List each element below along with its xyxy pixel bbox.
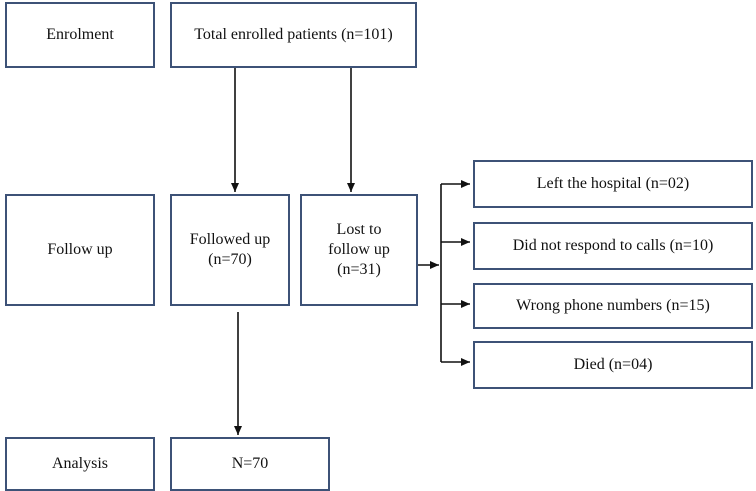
stage-analysis: Analysis	[5, 437, 155, 491]
followed-up-count: (n=70)	[208, 251, 252, 268]
stage-follow-up: Follow up	[5, 194, 155, 306]
reason-died: Died (n=04)	[473, 341, 753, 389]
stage-enrolment-label: Enrolment	[46, 26, 114, 43]
reason-no-response-label: Did not respond to calls (n=10)	[512, 237, 714, 254]
reason-no-response: Did not respond to calls (n=10)	[473, 222, 753, 270]
reason-left-hospital: Left the hospital (n=02)	[473, 160, 753, 208]
reason-wrong-numbers: Wrong phone numbers (n=15)	[473, 283, 753, 329]
total-enrolled-label: Total enrolled patients (n=101)	[194, 26, 393, 43]
analysis-count-label: N=70	[231, 455, 269, 472]
lost-to-follow-up-box: Lost to follow up (n=31)	[300, 194, 418, 306]
reason-left-hospital-label: Left the hospital (n=02)	[536, 175, 690, 192]
reason-died-label: Died (n=04)	[573, 356, 653, 373]
analysis-count-box: N=70	[170, 437, 330, 491]
followed-up-label: Followed up	[189, 231, 271, 248]
stage-enrolment: Enrolment	[5, 2, 155, 68]
lost-count: (n=31)	[337, 261, 381, 278]
lost-label-line-2: follow up	[328, 241, 390, 258]
stage-follow-up-label: Follow up	[47, 241, 113, 258]
stage-analysis-label: Analysis	[52, 455, 108, 472]
followed-up-box: Followed up (n=70)	[170, 194, 290, 306]
lost-label-line-1: Lost to	[336, 221, 382, 238]
total-enrolled-box: Total enrolled patients (n=101)	[170, 2, 417, 68]
reason-wrong-numbers-label: Wrong phone numbers (n=15)	[516, 297, 710, 314]
